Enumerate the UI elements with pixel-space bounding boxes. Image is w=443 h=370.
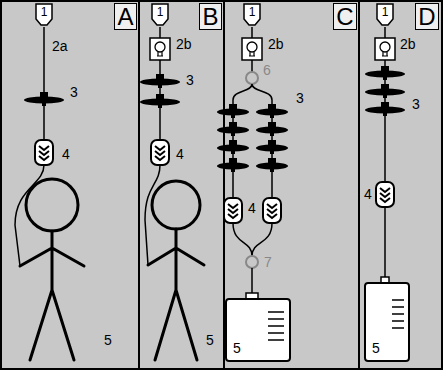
battery-box: 5 — [225, 298, 291, 362]
callout-number: 4 — [364, 186, 372, 202]
callout-number: 7 — [264, 254, 272, 270]
callout-number: 4 — [62, 146, 70, 162]
panel-letter: D — [418, 5, 435, 29]
callout-number: 5 — [206, 332, 214, 348]
panel-letter: C — [336, 5, 353, 29]
panel-a-drawing — [15, 27, 84, 360]
callout-number: 1 — [243, 3, 261, 19]
hook-clamp: 1 — [376, 3, 394, 27]
panel-letter-box: C — [333, 3, 357, 30]
callout-number: 1 — [35, 3, 53, 19]
callout-number: 1 — [376, 3, 394, 19]
panel-letter-box: A — [114, 3, 137, 30]
panel-letter-box: D — [415, 3, 439, 30]
callout-number: 5 — [372, 340, 380, 356]
callout-number: 3 — [186, 72, 194, 88]
callout-number: 6 — [263, 62, 271, 78]
hook-clamp: 1 — [151, 3, 169, 27]
callout-number: 1 — [151, 3, 169, 19]
panel-letter: A — [117, 5, 133, 29]
callout-number: 3 — [412, 96, 420, 112]
callout-number: 2b — [268, 36, 284, 52]
callout-number: 3 — [70, 84, 78, 100]
hook-clamp: 1 — [35, 3, 53, 27]
panel-letter-box: B — [199, 3, 222, 30]
panel-divider — [139, 0, 359, 370]
callout-number: 5 — [233, 340, 241, 356]
callout-number: 2a — [52, 38, 68, 54]
hook-clamp: 1 — [243, 3, 261, 27]
callout-number: 2b — [176, 36, 192, 52]
callout-number: 4 — [176, 146, 184, 162]
callout-number: 4 — [248, 200, 256, 216]
panel-b-drawing — [140, 27, 204, 360]
callout-number: 5 — [104, 332, 112, 348]
panel-letter: B — [202, 5, 218, 29]
panel-d-drawing — [364, 27, 410, 362]
battery-box: 5 — [364, 282, 410, 362]
callout-number: 3 — [296, 90, 304, 106]
callout-number: 2b — [400, 36, 416, 52]
panel-c-drawing — [217, 27, 291, 362]
